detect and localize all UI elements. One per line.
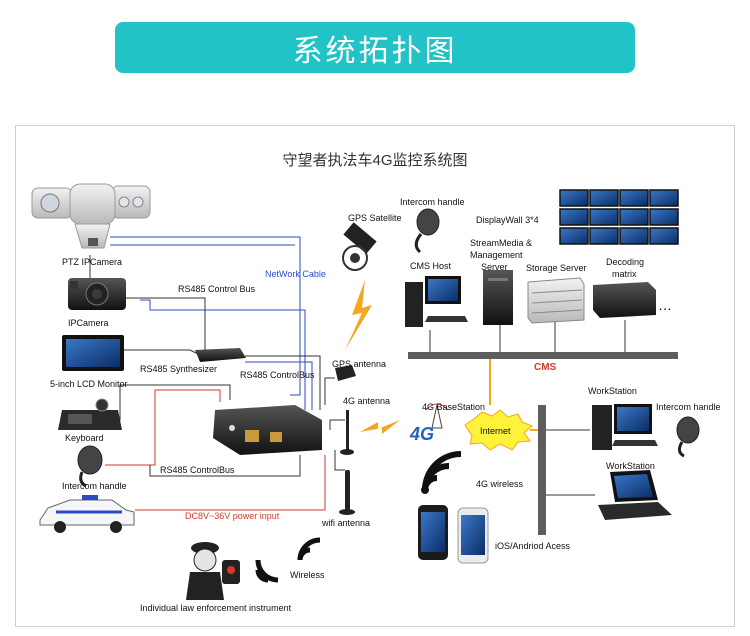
rs485-bus-label-2: RS485 ControlBus [240,370,315,380]
rs485-bus-label-1: RS485 Control Bus [178,284,256,294]
display-wall-screen [559,227,589,245]
gps-satellite-label: GPS Satellite [348,213,402,223]
logo-4g-label: 4G [409,424,434,444]
decoding-matrix [593,282,656,318]
cms-host-label: CMS Host [410,261,452,271]
gps-lightning [345,280,372,350]
intercom-red-line [105,389,221,466]
display-wall-screen [649,189,679,207]
ip-camera [68,278,126,310]
workstation-label-2: WorkStation [606,461,655,471]
display-wall-screen [619,189,649,207]
workstation-label-1: WorkStation [588,386,637,396]
ip-camera-label: IPCamera [68,318,109,328]
banner-title: 系统拓扑图 [292,33,458,69]
base-station-tower [425,403,449,429]
display-wall-label: DisplayWall 3*4 [476,215,539,225]
display-wall-screen [649,227,679,245]
lcd-monitor-label: 5-inch LCD Monitor [50,379,128,389]
wifi-antenna-label: wifi antenna [321,518,370,528]
officer-figure [186,542,240,600]
intercom-handle-left [77,445,103,488]
display-wall-screen [559,189,589,207]
wireless-4g-icon [422,451,462,491]
cms-label: CMS [534,362,557,373]
internet-label: Internet [480,426,511,436]
synth-to-dvr-line [245,355,321,410]
display-wall [559,189,679,245]
access-switch-bar [538,405,546,535]
workstation-desktop [592,404,658,450]
display-wall-screen [559,208,589,226]
keyboard-label: Keyboard [65,433,104,443]
title-banner: 系统拓扑图 [115,22,635,73]
workstation-laptop [598,470,672,520]
wireless-icon-bottom [255,537,321,583]
streammedia-server [483,270,513,325]
intercom-handle-right [676,416,700,458]
antenna-4g-lead [329,419,345,430]
android-phone [457,507,489,564]
ptz-camera [31,183,151,249]
streammedia-label-2: Management [470,250,523,260]
base-lightning [360,420,400,434]
power-line [135,455,326,511]
intercom-top-label: Intercom handle [400,197,465,207]
streammedia-label-3: Server [481,262,508,272]
ios-android-label: iOS/Andriod Acess [495,541,571,551]
ellipsis-label: … [658,297,672,313]
internet-burst [464,409,533,451]
cms-host [405,276,468,327]
storage-server-label: Storage Server [526,263,587,273]
diagram-title: 守望者执法车4G监控系统图 [282,152,467,169]
decoding-label-2: matrix [612,269,637,279]
antenna-4g-label: 4G antenna [343,396,390,406]
base-station-label: 4G BaseStation [422,402,485,412]
mobile-dvr [213,405,322,455]
gps-antenna-device [335,365,356,381]
rs485-synthesizer-label: RS485 Synthesizer [140,364,217,374]
police-car [39,495,135,533]
ipcamera-network-line [140,299,306,410]
decoding-label-1: Decoding [606,257,644,267]
wireless-4g-dot [421,486,429,494]
rs485-synthesizer-device [195,348,246,362]
lcd-monitor [62,335,124,371]
gps-antenna-label: GPS antenna [332,359,386,369]
wifi-antenna-device [339,470,355,515]
cms-bus-bar [408,352,678,359]
display-wall-screen [589,208,619,226]
display-wall-screen [619,227,649,245]
power-input-label: DC8V~36V power input [185,511,280,521]
gps-antenna-lead [324,377,335,405]
network-cable-line [110,236,301,396]
rs485-bus-line-3 [149,455,301,477]
storage-server [527,277,585,324]
rs485-bus-label-3: RS485 ControlBus [160,465,235,475]
iphone [418,505,448,560]
wifi-antenna-lead [334,450,345,471]
network-cable-label: NetWork Cable [265,269,326,279]
wireless-label: Wireless [290,570,325,580]
monitor-line [120,349,201,356]
intercom-handle-top [414,208,440,254]
antenna-4g-device [340,410,354,455]
individual-label: Individual law enforcement instrument [140,603,292,613]
streammedia-label-1: StreamMedia & [470,238,532,248]
display-wall-screen [589,227,619,245]
display-wall-screen [589,189,619,207]
intercom-right-label: Intercom handle [656,402,721,412]
gps-satellite [342,222,377,271]
ptz-camera-label: PTZ IPCamera [62,257,122,267]
rs485-bus-line-1 [89,255,206,350]
synth-to-dvr-line-2 [245,361,313,410]
display-wall-screen [649,208,679,226]
wireless-4g-label: 4G wireless [476,479,524,489]
keyboard-device [58,398,122,430]
display-wall-screen [619,208,649,226]
intercom-left-label: Intercom handle [62,481,127,491]
